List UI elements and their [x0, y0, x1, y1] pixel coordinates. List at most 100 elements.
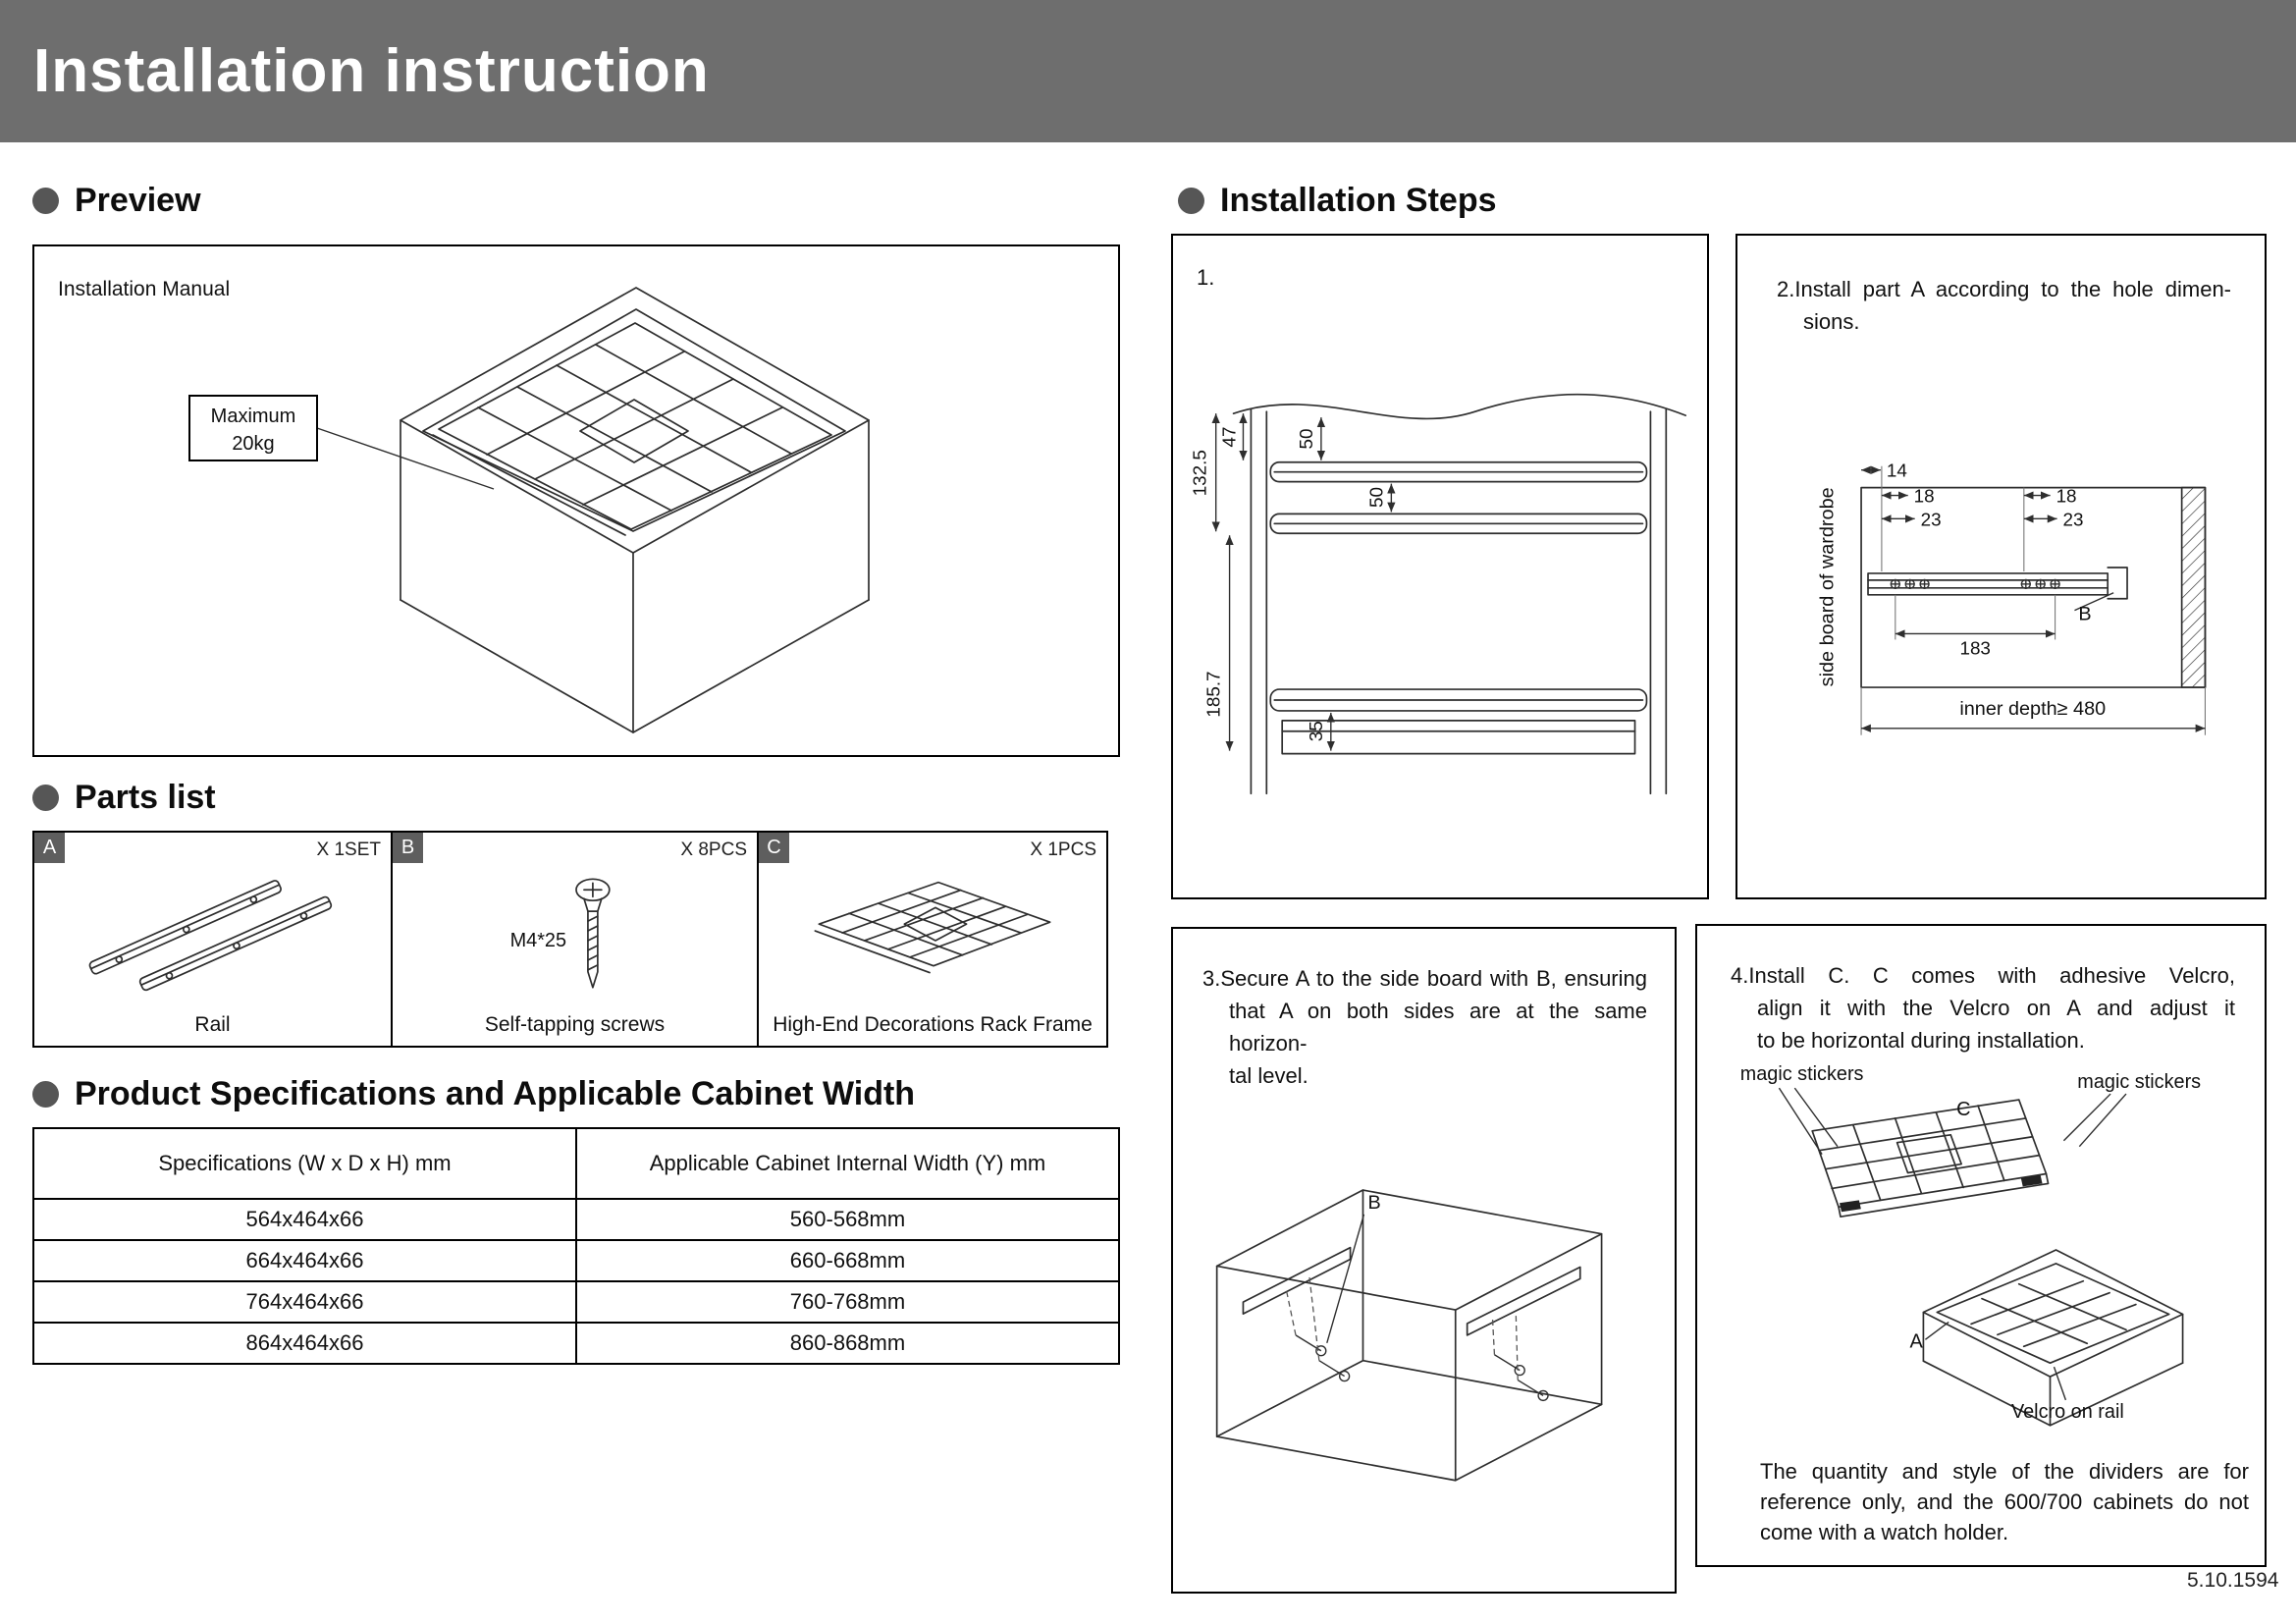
step4-text-line: align it with the Velcro on A and adjust… — [1757, 996, 2235, 1020]
step1-panel: 1. 132.5 — [1171, 234, 1709, 899]
part-quantity: X 8PCS — [680, 839, 747, 860]
step4-panel: 4.Install C. C comes with adhesive Velcr… — [1695, 924, 2267, 1567]
dim-50-mid: 50 — [1365, 487, 1386, 508]
step1-drawing: 132.5 47 50 50 185.7 35 — [1190, 393, 1687, 795]
wardrobe-box — [1215, 1189, 1603, 1482]
spec-table-header-row: Specifications (W x D x H) mm Applicable… — [32, 1127, 1120, 1200]
dimension-annotations: 14 18 18 23 23 183 B inner depth≥ 480 — [1860, 460, 2206, 735]
velcro-on-rail-label: Velcro on rail — [2011, 1401, 2124, 1423]
side-board-label: side board of wardrobe — [1816, 487, 1838, 686]
spec-cell: 864x464x66 — [32, 1322, 577, 1365]
part-id-badge: A — [34, 833, 65, 863]
width-column-header: Applicable Cabinet Internal Width (Y) mm — [575, 1127, 1120, 1200]
section-bullet-icon — [32, 785, 59, 811]
step3-text: 3.Secure A to the side board with B, ens… — [1202, 962, 1647, 1092]
manual-label: Installation Manual — [58, 278, 230, 300]
specs-section-title: Product Specifications and Applicable Ca… — [75, 1075, 916, 1112]
inner-depth-label: inner depth≥ 480 — [1959, 698, 2106, 720]
mounted-rails — [1242, 1246, 1581, 1336]
step4-note-line: The quantity and style of the dividers a… — [1760, 1459, 2249, 1484]
width-cell: 660-668mm — [575, 1239, 1120, 1282]
dim-23-right: 23 — [2063, 509, 2084, 529]
spec-cell: 664x464x66 — [32, 1239, 577, 1282]
step2-text-line: sions. — [1803, 309, 1860, 334]
screw-spec-label: M4*25 — [510, 930, 566, 951]
preview-section-header: Preview — [32, 182, 201, 220]
step2-drawing: side board of wardrobe — [1816, 460, 2207, 735]
dim-50-top: 50 — [1296, 428, 1316, 449]
part-cell-rail: A X 1SET Rail — [34, 833, 391, 1046]
velcro-patch-right — [2020, 1174, 2043, 1187]
part-quantity: X 1SET — [316, 839, 381, 860]
magic-stickers-label-left: magic stickers — [1740, 1063, 1864, 1085]
page-header: Installation instruction — [0, 0, 2296, 142]
dim-132-5: 132.5 — [1190, 450, 1210, 496]
part-b-label: B — [1367, 1192, 1380, 1214]
spec-cell: 764x464x66 — [32, 1280, 577, 1324]
divider-tray — [432, 322, 832, 536]
step3-text-line: that A on both sides are at the same hor… — [1229, 999, 1647, 1056]
rack-frame-drawing — [814, 881, 1051, 974]
steps-section-title: Installation Steps — [1220, 182, 1497, 219]
part-id-badge: C — [759, 833, 789, 863]
rail-drawing — [88, 880, 333, 992]
dim-35: 35 — [1306, 721, 1326, 741]
part-a-label: A — [1910, 1330, 1924, 1352]
step4-text-line: 4.Install C. C comes with adhesive Velcr… — [1731, 963, 2235, 988]
max-load-line1: Maximum — [211, 406, 296, 427]
parts-section-title: Parts list — [75, 779, 216, 816]
width-cell: 860-868mm — [575, 1322, 1120, 1365]
preview-section-title: Preview — [75, 182, 201, 219]
step4-text: 4.Install C. C comes with adhesive Velcr… — [1731, 959, 2235, 1056]
step1-number: 1. — [1197, 265, 1215, 290]
part-caption: Self-tapping screws — [484, 1013, 666, 1036]
dimension-annotations: 132.5 47 50 50 185.7 35 — [1190, 413, 1396, 751]
spec-table: Specifications (W x D x H) mm Applicable… — [32, 1127, 1120, 1365]
preview-figure: Installation Manual — [32, 244, 1120, 757]
document-number: 5.10.1594 — [2187, 1569, 2279, 1592]
screws — [1285, 1276, 1549, 1402]
width-cell: 760-768mm — [575, 1280, 1120, 1324]
spec-cell: 564x464x66 — [32, 1198, 577, 1241]
spec-table-row: 764x464x66 760-768mm — [32, 1280, 1120, 1324]
parts-list: A X 1SET Rail B X 8PCS — [32, 831, 1108, 1048]
part-b-label: B — [2078, 604, 2091, 625]
side-board-outline — [1860, 486, 2207, 688]
dim-185-7: 185.7 — [1203, 671, 1224, 717]
dim-18-left: 18 — [1914, 485, 1935, 506]
section-bullet-icon — [32, 188, 59, 214]
cabinet-section-outline — [1232, 393, 1687, 795]
step4-note-line: come with a watch holder. — [1760, 1520, 2009, 1544]
step2-text: 2.Install part A according to the hole d… — [1777, 273, 2231, 338]
part-cell-rack-frame: C X 1PCS High-End Decorations Rack Frame — [757, 833, 1106, 1046]
cabinet-outline — [400, 287, 870, 733]
dim-23-left: 23 — [1921, 509, 1942, 529]
spec-column-header: Specifications (W x D x H) mm — [32, 1127, 577, 1200]
dim-47: 47 — [1219, 426, 1240, 447]
spec-table-row: 564x464x66 560-568mm — [32, 1198, 1120, 1241]
rack-frame-tilted — [1811, 1099, 2050, 1218]
section-bullet-icon — [1178, 188, 1204, 214]
part-caption: Rail — [194, 1013, 231, 1036]
dim-18-right: 18 — [2056, 485, 2077, 506]
step3-text-line: 3.Secure A to the side board with B, ens… — [1202, 966, 1647, 991]
section-bullet-icon — [32, 1081, 59, 1108]
page-title: Installation instruction — [33, 37, 710, 105]
spec-table-row: 864x464x66 860-868mm — [32, 1322, 1120, 1365]
spec-table-row: 664x464x66 660-668mm — [32, 1239, 1120, 1282]
step2-panel: 2.Install part A according to the hole d… — [1735, 234, 2267, 899]
step3-panel: 3.Secure A to the side board with B, ens… — [1171, 927, 1677, 1594]
screw-holes — [1890, 578, 2060, 590]
part-caption: High-End Decorations Rack Frame — [773, 1013, 1093, 1036]
specs-section-header: Product Specifications and Applicable Ca… — [32, 1075, 915, 1113]
screw-drawing: M4*25 — [510, 878, 611, 989]
rails-front-view — [1269, 460, 1648, 755]
steps-section-header: Installation Steps — [1178, 182, 1497, 220]
magic-stickers-label-right: magic stickers — [2077, 1071, 2201, 1093]
part-quantity: X 1PCS — [1030, 839, 1096, 860]
step2-text-line: 2.Install part A according to the hole d… — [1777, 277, 2231, 301]
part-c-label: C — [1956, 1099, 1970, 1120]
part-id-badge: B — [393, 833, 423, 863]
step4-drawing: magic stickers magic stickers C — [1740, 1063, 2201, 1427]
cabinet-with-frame — [1922, 1249, 2184, 1427]
